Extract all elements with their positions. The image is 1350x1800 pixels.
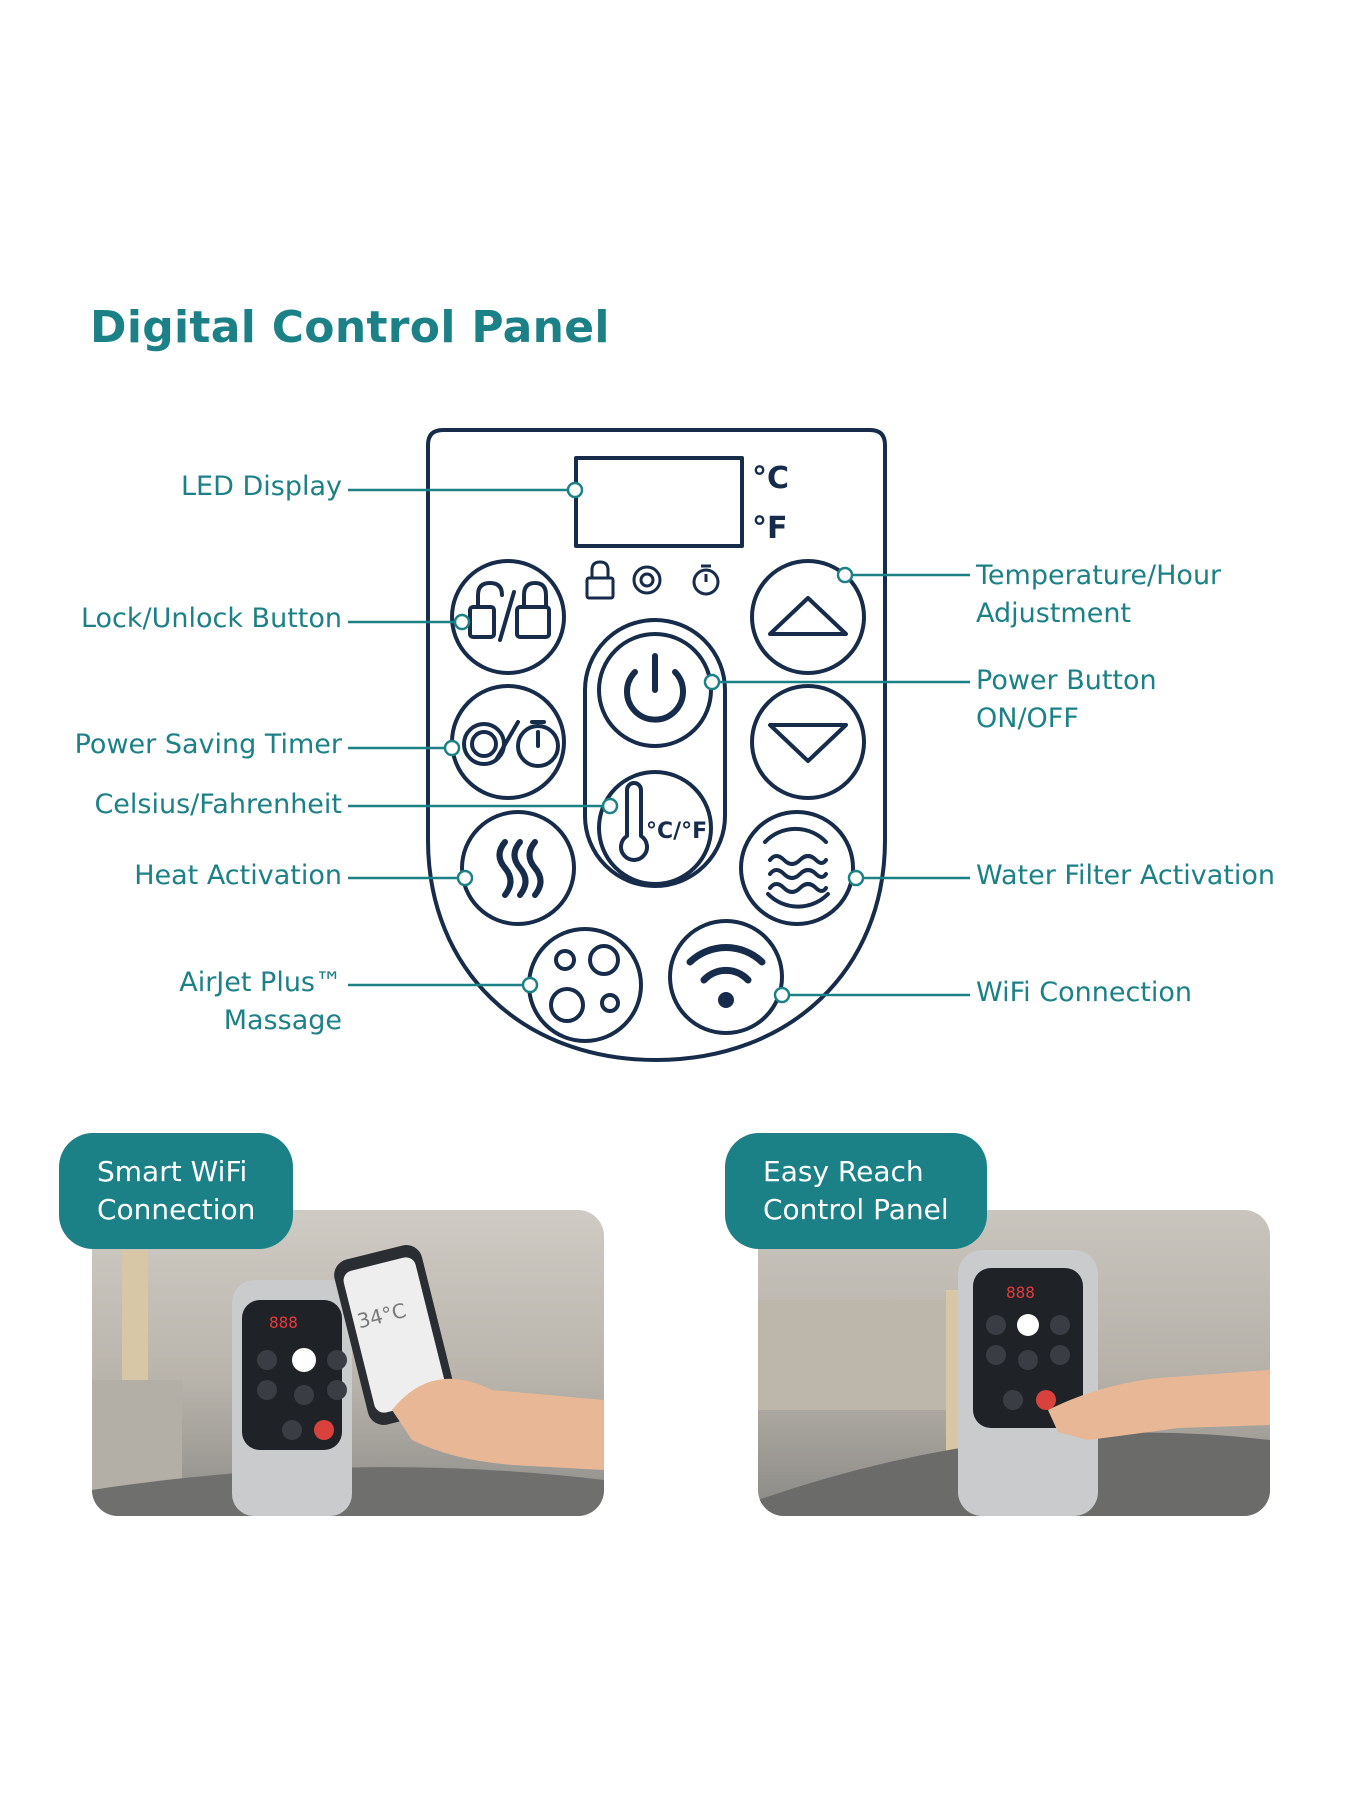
- down-button: [750, 684, 866, 800]
- lock-status-icon: [585, 560, 615, 600]
- lock-unlock-icon: [468, 581, 551, 642]
- led-digits-2: 888: [1006, 1283, 1035, 1302]
- heat-waves-icon: [496, 839, 544, 898]
- control-panel-diagram: °C °F °C/°F: [348, 428, 970, 1062]
- label-temp-hour-line1: Temperature/Hour: [976, 560, 1222, 591]
- tag-smart-wifi-line2: Connection: [97, 1193, 256, 1226]
- clock-status-icon: [692, 564, 720, 596]
- led-display-screen: [574, 456, 744, 548]
- panel-outline: [426, 428, 887, 1062]
- timer-icon: [462, 720, 560, 768]
- label-water-filter: Water Filter Activation: [976, 860, 1276, 891]
- label-led-display: LED Display: [181, 471, 342, 502]
- tag-smart-wifi: Smart WiFi Connection: [59, 1133, 294, 1249]
- celsius-unit: °C: [752, 461, 789, 496]
- label-power-line2: ON/OFF: [976, 703, 1079, 734]
- page-title: Digital Control Panel: [90, 302, 610, 353]
- fahrenheit-unit: °F: [752, 511, 788, 546]
- down-arrow-icon: [768, 723, 848, 763]
- heat-activation-button: [460, 810, 576, 926]
- wifi-button: [668, 919, 784, 1035]
- up-arrow-icon: [768, 596, 848, 636]
- water-filter-button: [739, 810, 855, 926]
- label-airjet: AirJet Plus™ Massage: [179, 964, 342, 1040]
- label-power-saving-timer: Power Saving Timer: [74, 729, 342, 760]
- thermometer-icon: [619, 781, 649, 862]
- label-power-button: Power Button ON/OFF: [976, 662, 1157, 738]
- label-power-line1: Power Button: [976, 665, 1157, 696]
- celsius-fahrenheit-button: [597, 770, 713, 886]
- label-airjet-line2: Massage: [223, 1005, 342, 1036]
- label-temp-hour: Temperature/Hour Adjustment: [976, 557, 1221, 633]
- airjet-massage-button: [527, 927, 643, 1043]
- tag-easy-reach-line2: Control Panel: [763, 1193, 949, 1226]
- label-wifi: WiFi Connection: [976, 977, 1193, 1008]
- airjet-bubbles-icon: [549, 944, 620, 1023]
- lock-unlock-button: [450, 559, 566, 675]
- label-lock-unlock: Lock/Unlock Button: [80, 603, 342, 634]
- photo-easy-reach: 888: [758, 1210, 1270, 1516]
- timer-status-icon: [632, 565, 662, 595]
- photo-smart-wifi: 888 34°C: [92, 1210, 604, 1516]
- tag-easy-reach-line1: Easy Reach: [763, 1155, 924, 1188]
- tag-easy-reach: Easy Reach Control Panel: [725, 1133, 987, 1249]
- label-celsius-fahrenheit: Celsius/Fahrenheit: [94, 789, 342, 820]
- wifi-dot: [718, 992, 734, 1008]
- up-button: [750, 559, 866, 675]
- water-filter-icon: [763, 826, 830, 909]
- tag-smart-wifi-line1: Smart WiFi: [97, 1155, 248, 1188]
- label-heat-activation: Heat Activation: [134, 860, 342, 891]
- led-digits-1: 888: [269, 1313, 298, 1332]
- label-temp-hour-line2: Adjustment: [976, 598, 1132, 629]
- celsius-fahrenheit-label: °C/°F: [646, 819, 707, 844]
- power-icon: [624, 653, 686, 723]
- label-airjet-line1: AirJet Plus™: [179, 967, 342, 998]
- wifi-icon: [686, 944, 766, 984]
